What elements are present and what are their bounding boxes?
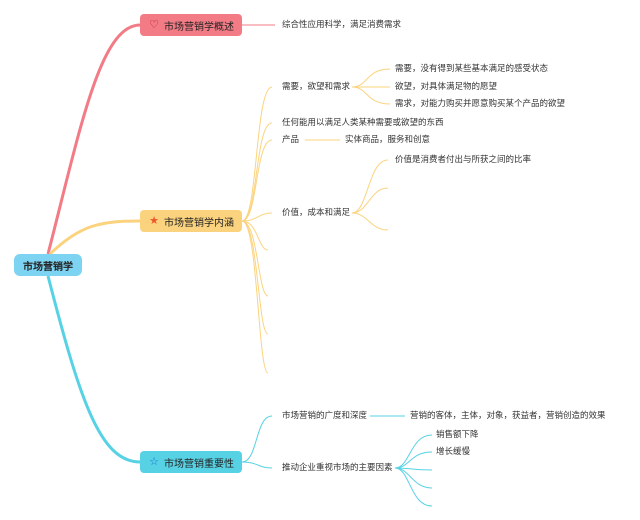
leaf-value-cost-satisfaction[interactable]: 价值，成本和满足 [282, 208, 351, 218]
branch-connotation[interactable]: ★ 市场营销学内涵 [140, 210, 242, 232]
leaf-demand-definition[interactable]: 需求，对能力购买并愿意购买某个产品的欲望 [395, 99, 566, 109]
leaf-satisfy-anything[interactable]: 任何能用以满足人类某种需要或欲望的东西 [282, 118, 444, 128]
leaf-marketing-elements[interactable]: 营销的客体，主体，对象，获益者，营销创造的效果 [410, 411, 606, 421]
connector-root-importance [46, 275, 141, 464]
leaf-needs-wants-demands[interactable]: 需要，欲望和需求 [282, 82, 351, 92]
leaf-want-definition[interactable]: 欲望，对具体满足物的愿望 [395, 82, 498, 92]
star-outline-icon: ☆ [149, 455, 159, 468]
leaf-slow-growth[interactable]: 增长缓慢 [436, 447, 471, 457]
branch-overview[interactable]: ♡ 市场营销学概述 [140, 14, 242, 36]
branch-overview-label: 市场营销学概述 [164, 21, 234, 33]
leaf-product[interactable]: 产品 [282, 135, 300, 145]
leaf-applied-science[interactable]: 综合性应用科学，满足消费需求 [282, 20, 402, 30]
leaf-breadth-depth[interactable]: 市场营销的广度和深度 [282, 411, 368, 421]
branch-connotation-label: 市场营销学内涵 [164, 217, 234, 229]
connector-root-overview [46, 23, 141, 255]
branch-importance-label: 市场营销重要性 [164, 458, 234, 470]
root-label: 市场营销学 [23, 261, 73, 273]
root-node[interactable]: 市场营销学 [14, 254, 82, 276]
leaf-sales-decline[interactable]: 销售额下降 [436, 430, 479, 440]
connector-root-connotation [48, 219, 141, 256]
branch-importance[interactable]: ☆ 市场营销重要性 [140, 451, 242, 473]
leaf-value-ratio[interactable]: 价值是消费者付出与所获之间的比率 [395, 155, 532, 165]
star-icon: ★ [149, 214, 159, 227]
heart-icon: ♡ [149, 18, 159, 31]
leaf-need-definition[interactable]: 需要，没有得到某些基本满足的感受状态 [395, 64, 549, 74]
leaf-driving-factors[interactable]: 推动企业重视市场的主要因素 [282, 463, 393, 473]
leaf-product-types[interactable]: 实体商品，服务和创意 [345, 135, 431, 145]
